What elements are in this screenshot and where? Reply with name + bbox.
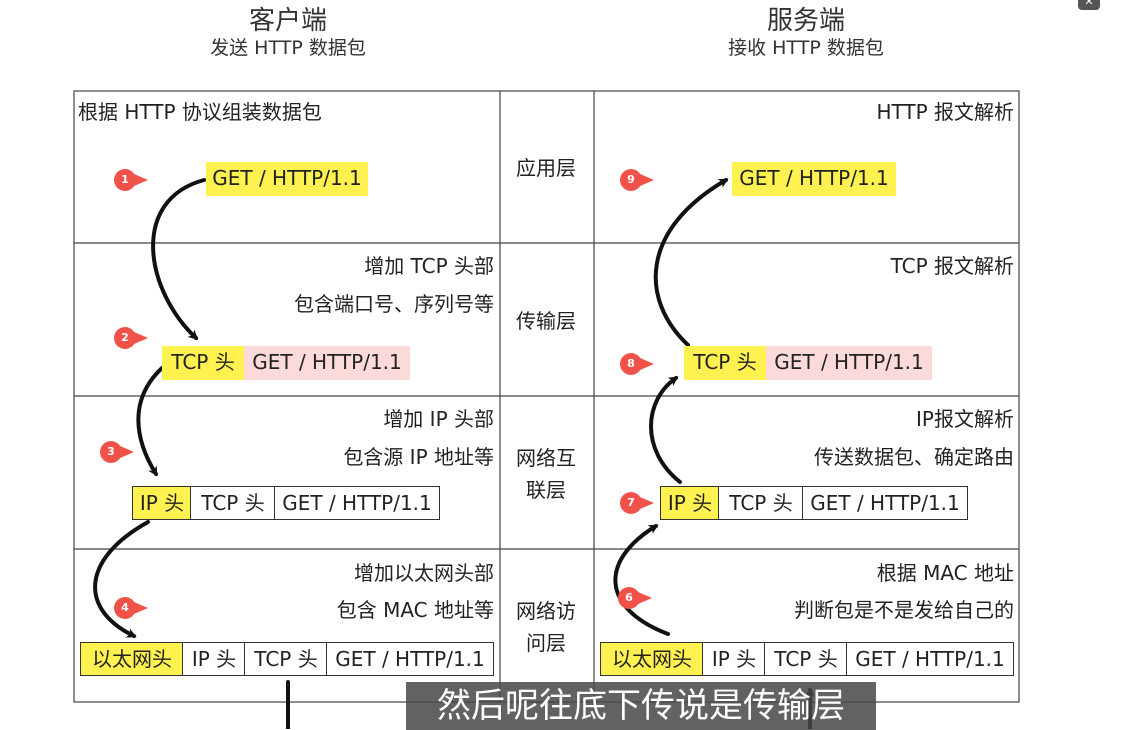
client-note-app: 根据 HTTP 协议组装数据包 (78, 100, 322, 124)
server-subtitle: 接收 HTTP 数据包 (728, 37, 884, 59)
step-badge-9: 9 (620, 169, 654, 191)
layer-transport: 传输层 (516, 309, 576, 333)
client-title: 客户端 (248, 6, 327, 36)
server-access-eth-header: 以太网头 (600, 642, 704, 676)
client-header: 客户端 发送 HTTP 数据包 (188, 6, 388, 60)
arrow-7-to-8 (649, 376, 682, 484)
server-internet-http: GET / HTTP/1.1 (802, 486, 968, 520)
step-badge-7: 7 (620, 492, 654, 514)
arrow-2-to-3 (136, 366, 164, 477)
close-icon[interactable]: ✕ (1078, 0, 1100, 10)
layer-internet-line1: 网络互 (516, 446, 576, 470)
server-access-http: GET / HTTP/1.1 (846, 642, 1014, 676)
client-internet-tcp-header: TCP 头 (190, 486, 276, 520)
client-access-eth-header: 以太网头 (80, 642, 184, 676)
step-badge-6: 6 (618, 587, 652, 609)
server-note-internet-1: IP报文解析 (916, 407, 1014, 431)
server-access-tcp-header: TCP 头 (764, 642, 848, 676)
server-note-access-2: 判断包是不是发给自己的 (794, 598, 1014, 622)
client-note-transport-2: 包含端口号、序列号等 (294, 292, 494, 316)
step-badge-2: 2 (114, 327, 148, 349)
client-transport-http: GET / HTTP/1.1 (244, 346, 410, 380)
step-badge-3: 3 (100, 441, 134, 463)
client-subtitle: 发送 HTTP 数据包 (210, 37, 366, 59)
client-note-access-1: 增加以太网头部 (354, 561, 494, 585)
client-access-tcp-header: TCP 头 (244, 642, 328, 676)
server-transport-http: GET / HTTP/1.1 (766, 346, 932, 380)
client-note-transport-1: 增加 TCP 头部 (364, 254, 494, 278)
layer-access-line1: 网络访 (516, 599, 576, 623)
server-app-http: GET / HTTP/1.1 (732, 162, 896, 196)
client-access-ip-header: IP 头 (182, 642, 246, 676)
arrow-8-to-9 (653, 178, 729, 347)
arrow-6-to-7 (613, 524, 670, 636)
arrow-1-to-2 (151, 178, 206, 341)
client-internet-http: GET / HTTP/1.1 (274, 486, 440, 520)
client-internet-ip-header: IP 头 (132, 486, 192, 520)
server-internet-ip-header: IP 头 (660, 486, 720, 520)
layer-access-line2: 问层 (526, 631, 566, 655)
client-access-http: GET / HTTP/1.1 (326, 642, 494, 676)
step-badge-4: 4 (114, 597, 148, 619)
step-badge-8: 8 (620, 353, 654, 375)
client-note-access-2: 包含 MAC 地址等 (336, 598, 494, 622)
server-header: 服务端 接收 HTTP 数据包 (706, 6, 906, 60)
layer-application: 应用层 (516, 156, 576, 180)
client-app-http: GET / HTTP/1.1 (206, 162, 368, 196)
client-note-internet-1: 增加 IP 头部 (383, 407, 494, 431)
server-transport-tcp-header: TCP 头 (684, 346, 766, 380)
step-badge-1: 1 (114, 169, 148, 191)
server-internet-tcp-header: TCP 头 (718, 486, 804, 520)
video-caption: 然后呢往底下传说是传输层 (406, 682, 876, 730)
server-access-ip-header: IP 头 (702, 642, 766, 676)
arrow-3-to-4 (93, 520, 150, 638)
server-note-app: HTTP 报文解析 (876, 100, 1014, 124)
server-note-internet-2: 传送数据包、确定路由 (814, 445, 1014, 469)
client-note-internet-2: 包含源 IP 地址等 (343, 445, 494, 469)
client-transport-tcp-header: TCP 头 (162, 346, 244, 380)
server-note-access-1: 根据 MAC 地址 (876, 561, 1014, 585)
server-note-transport: TCP 报文解析 (890, 254, 1014, 278)
layer-internet-line2: 联层 (526, 478, 566, 502)
server-title: 服务端 (766, 6, 845, 36)
